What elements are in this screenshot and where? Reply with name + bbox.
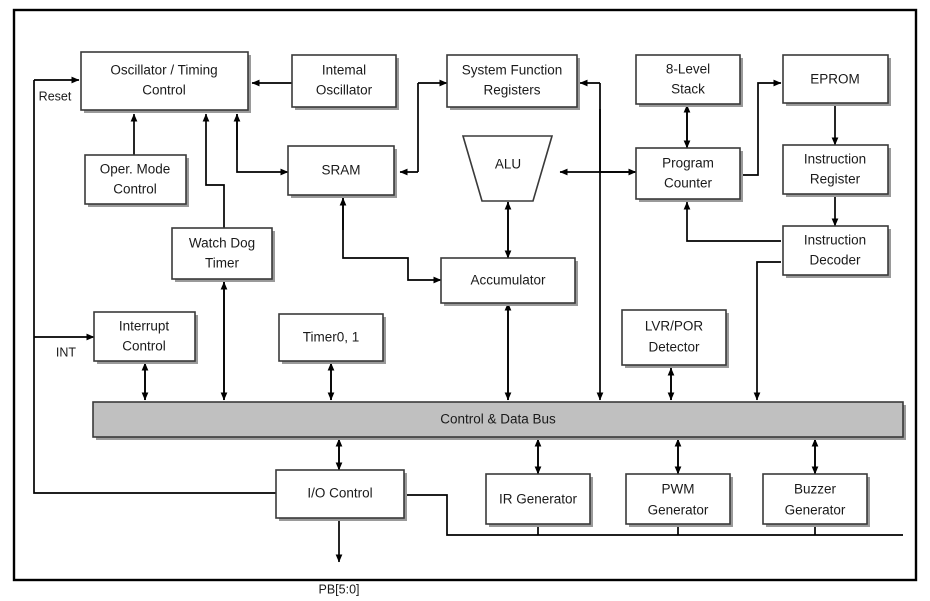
block-watch-dog-timer[interactable]: Watch Dog Timer <box>171 227 275 282</box>
block-pwm-generator[interactable]: PWM Generator <box>625 473 733 527</box>
wire-layer <box>33 76 903 563</box>
bus-label: Control & Data Bus <box>440 412 556 427</box>
wire-reset-trunk <box>33 80 276 494</box>
diagram-outer-frame <box>12 8 918 582</box>
block-label: Control <box>142 83 186 98</box>
block-instruction-decoder[interactable]: Instruction Decoder <box>782 225 891 278</box>
block-oper-mode-control[interactable]: Oper. Mode Control <box>84 154 189 207</box>
block-label: LVR/POR <box>645 319 704 334</box>
block-label: Intemal <box>322 63 366 78</box>
block-label: Counter <box>664 176 713 191</box>
block-label: Timer <box>205 256 239 271</box>
block-interrupt-control[interactable]: Interrupt Control <box>93 311 198 364</box>
block-label: EPROM <box>810 72 860 87</box>
block-label: Decoder <box>809 253 861 268</box>
wire-decoder-to-pc <box>683 201 781 242</box>
wire-pc-to-eprom <box>740 79 782 176</box>
block-8-level-stack[interactable]: 8-Level Stack <box>635 54 743 107</box>
block-label: Generator <box>648 503 709 518</box>
block-label: Oper. Mode <box>100 162 171 177</box>
wire-sram-to-accumulator <box>342 198 442 284</box>
block-label: PWM <box>662 482 695 497</box>
block-label: System Function <box>462 63 563 78</box>
block-system-function-registers[interactable]: System Function Registers <box>446 54 580 110</box>
block-sram[interactable]: SRAM <box>287 145 397 198</box>
block-label: Stack <box>671 82 705 97</box>
block-label: 8-Level <box>666 62 710 77</box>
block-label: Accumulator <box>470 273 546 288</box>
block-label: Buzzer <box>794 482 837 497</box>
block-label: Interrupt <box>119 319 170 334</box>
block-accumulator[interactable]: Accumulator <box>440 257 578 306</box>
block-label: Watch Dog <box>189 236 255 251</box>
pin-label-reset: Reset <box>39 89 72 103</box>
block-ir-generator[interactable]: IR Generator <box>485 473 593 527</box>
block-buzzer-generator[interactable]: Buzzer Generator <box>762 473 870 527</box>
wire-decoder-to-bus <box>753 261 781 401</box>
pin-label-int: INT <box>56 345 77 359</box>
wire-io-to-generator-rail <box>404 494 903 536</box>
block-label: Instruction <box>804 152 866 167</box>
block-io-control[interactable]: I/O Control <box>275 469 407 521</box>
block-internal-oscillator[interactable]: Intemal Oscillator <box>291 54 399 110</box>
block-timer0-1[interactable]: Timer0, 1 <box>278 313 386 364</box>
block-lvr-por-detector[interactable]: LVR/POR Detector <box>621 309 729 368</box>
block-label: IR Generator <box>499 492 578 507</box>
block-label: Instruction <box>804 233 866 248</box>
wire-oscillator-to-sram <box>236 114 289 176</box>
block-oscillator-timing-control[interactable]: Oscillator / Timing Control <box>80 51 251 113</box>
block-control-data-bus[interactable]: Control & Data Bus <box>92 401 906 440</box>
wire-watchdog-to-oscillator <box>202 113 225 228</box>
block-label: I/O Control <box>307 486 372 501</box>
block-instruction-register[interactable]: Instruction Register <box>782 144 891 197</box>
block-eprom[interactable]: EPROM <box>782 54 891 106</box>
block-label: Generator <box>785 503 846 518</box>
block-program-counter[interactable]: Program Counter <box>635 147 743 202</box>
block-label: Timer0, 1 <box>303 330 360 345</box>
block-label: Registers <box>483 83 540 98</box>
block-label: Oscillator / Timing <box>110 63 217 78</box>
block-alu[interactable]: ALU <box>461 135 554 202</box>
block-label: Control <box>122 339 166 354</box>
pin-label-pb: PB[5:0] <box>319 582 360 596</box>
block-label: SRAM <box>321 163 360 178</box>
block-label: ALU <box>495 157 521 172</box>
block-label: Control <box>113 182 157 197</box>
block-label: Oscillator <box>316 83 373 98</box>
block-label: Program <box>662 156 714 171</box>
block-label: Detector <box>648 340 700 355</box>
block-label: Register <box>810 172 861 187</box>
